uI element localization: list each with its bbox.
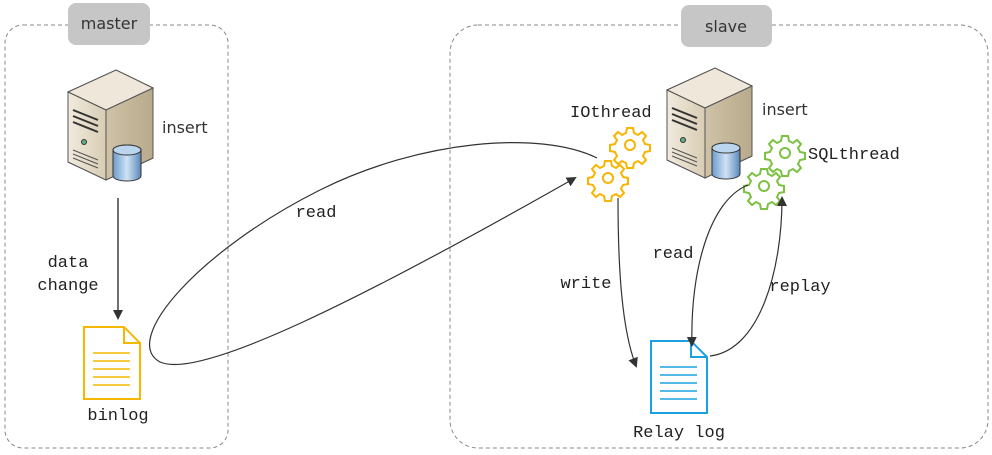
write-relay-edge — [617, 197, 638, 368]
replay-edge — [709, 196, 787, 357]
read-binlog-label: read — [296, 204, 337, 223]
data-change-label-2: change — [37, 277, 98, 296]
replay-label: replay — [769, 278, 830, 297]
sql-thread-gear-icon — [764, 135, 806, 177]
master-label: master — [81, 14, 138, 33]
relay-log-label: Relay log — [633, 424, 725, 443]
read-binlog-edge — [149, 142, 598, 366]
slave-insert-label: insert — [762, 100, 808, 119]
io-thread-gear-icon — [587, 160, 629, 202]
read-relay-edge — [686, 184, 749, 347]
binlog-label: binlog — [87, 407, 148, 426]
write-relay-label: write — [560, 275, 611, 294]
sql-thread-label: SQLthread — [808, 146, 900, 165]
data-change-label-1: data — [48, 254, 89, 273]
slave-server-icon — [666, 67, 753, 180]
io-thread-gear-icon — [609, 127, 651, 169]
relay-log-file-icon — [650, 340, 708, 414]
sql-thread-gear-icon — [743, 168, 785, 210]
io-thread-label: IOthread — [570, 104, 652, 123]
read-relay-label: read — [653, 245, 694, 264]
master-label-pill — [68, 3, 150, 45]
slave-label: slave — [705, 17, 747, 36]
master-insert-label: insert — [162, 118, 208, 137]
slave-label-pill — [681, 5, 772, 47]
binlog-file-icon — [83, 326, 141, 400]
master-server-icon — [67, 69, 154, 182]
